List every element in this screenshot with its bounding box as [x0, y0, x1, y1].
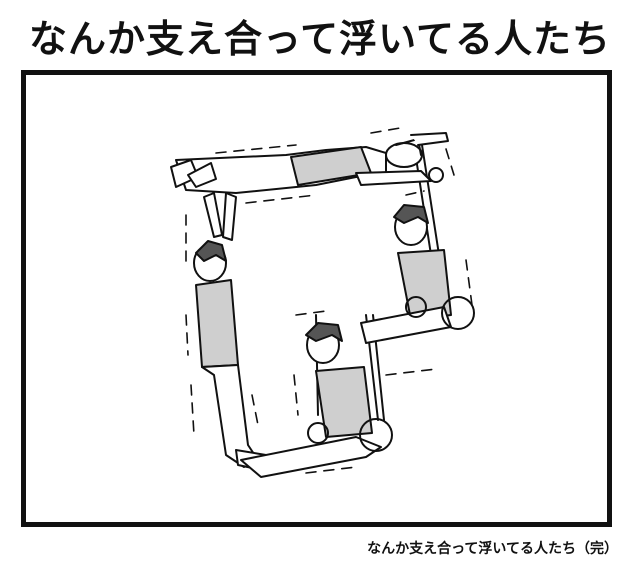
- gymnast-left-vertical: [193, 192, 267, 471]
- gymnast-bottom-horizontal: [240, 436, 382, 478]
- gymnasts-illustration: [170, 126, 475, 478]
- comic-title: なんか支え合って浮いてる人たち: [29, 17, 611, 61]
- gymnast-top-horizontal: [170, 132, 449, 194]
- gymnast-right-upper: [360, 204, 475, 344]
- gymnast-right-lower: [305, 322, 393, 452]
- motion-lines: [185, 126, 473, 474]
- caption: なんか支え合って浮いてる人たち（完）: [367, 541, 618, 557]
- comic-panel: [21, 70, 612, 527]
